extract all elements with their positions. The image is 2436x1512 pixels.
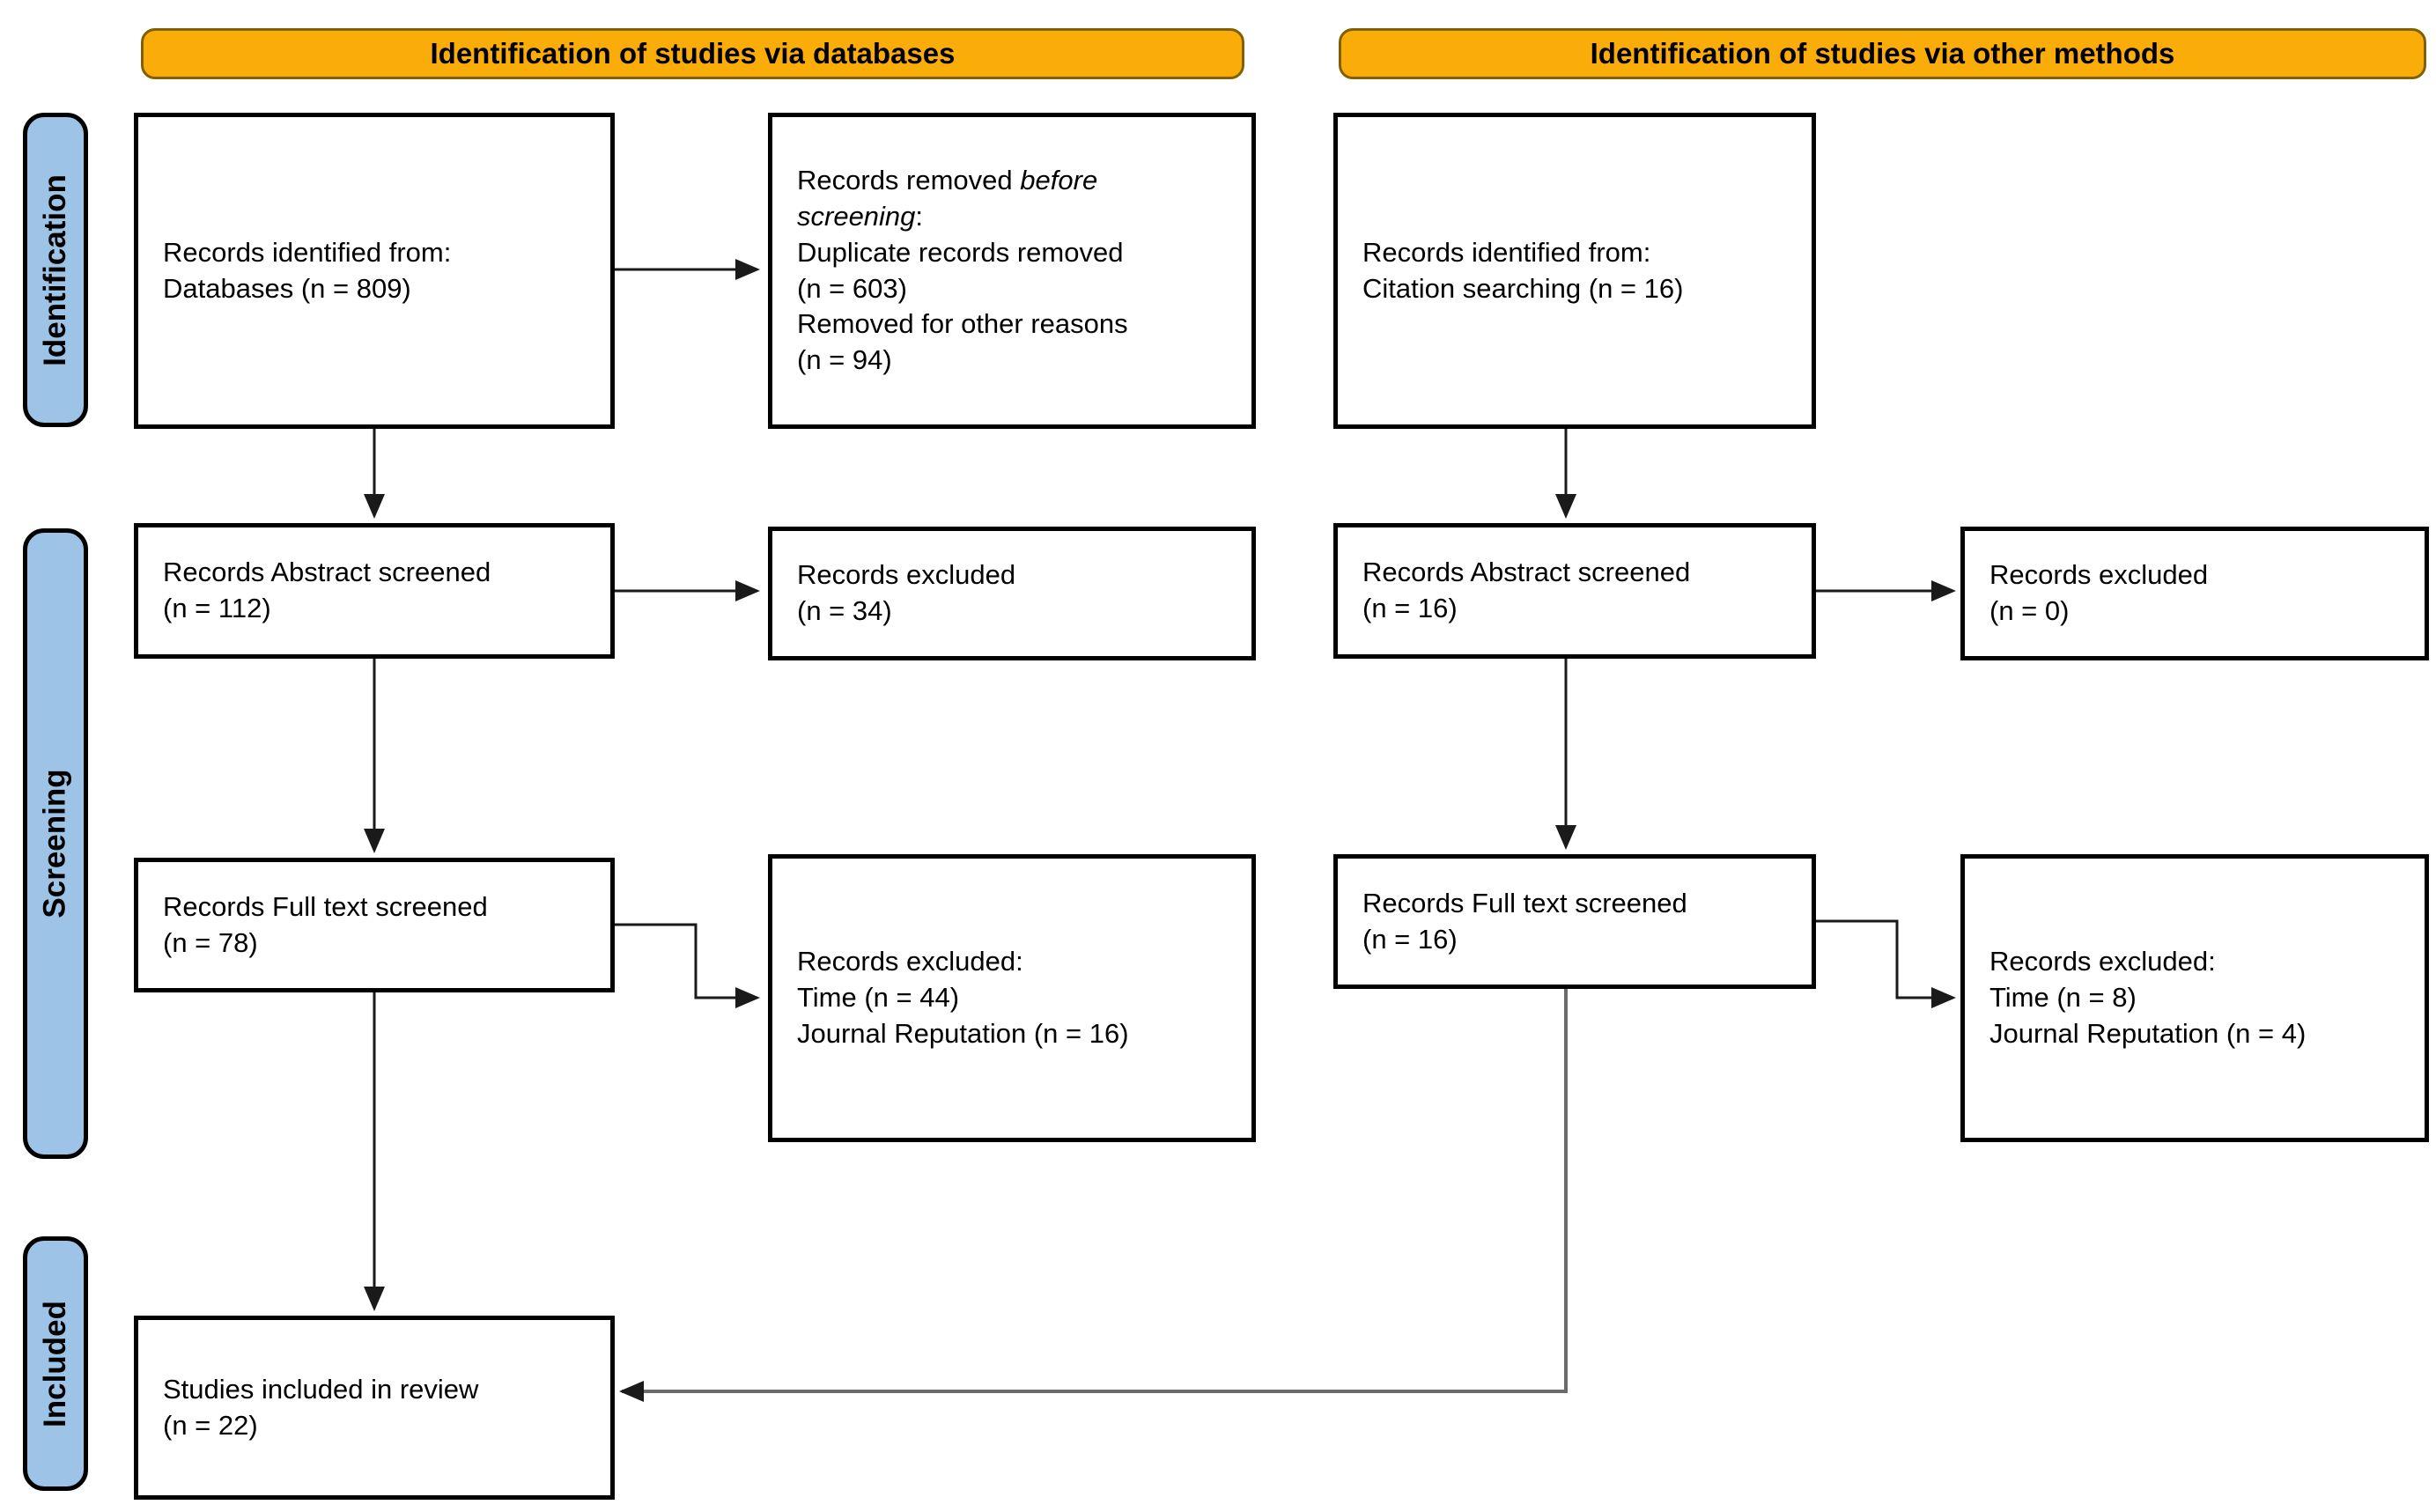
- box-text-line: Records Full text screened: [1362, 887, 1687, 918]
- header-identification-via-other-methods: Identification of studies via other meth…: [1339, 28, 2426, 79]
- box-records-fulltext-screened-databases: Records Full text screened (n = 78): [134, 858, 615, 992]
- box-text-line: (n = 112): [163, 593, 271, 623]
- box-records-abstract-screened-other: Records Abstract screened (n = 16): [1333, 523, 1816, 659]
- box-text-line: (n = 22): [163, 1409, 258, 1441]
- box-text-line: (n = 16): [1362, 593, 1458, 623]
- box-text-line: Time (n = 44): [797, 982, 960, 1014]
- box-text-line: Journal Reputation (n = 4): [1989, 1017, 2307, 1049]
- box-studies-included-in-review: Studies included in review (n = 22): [134, 1316, 615, 1500]
- box-text-line: Records identified from:: [1362, 236, 1651, 268]
- box-text-line: (n = 94): [797, 344, 892, 376]
- box-text-segment: :: [915, 200, 924, 232]
- box-text-segment-italic: screening: [797, 200, 916, 232]
- box-text-line: Duplicate records removed: [797, 236, 1124, 268]
- box-text-line: Records removed before: [797, 163, 1236, 199]
- box-text-line: Removed for other reasons: [797, 308, 1128, 340]
- header-identification-via-other-methods-label: Identification of studies via other meth…: [1590, 37, 2175, 70]
- box-text-line: Records identified from:: [163, 236, 452, 268]
- box-text-line: (n = 603): [797, 272, 907, 304]
- box-text-line: (n = 78): [163, 926, 258, 958]
- arrow-fulltext-to-excluded-databases: [615, 923, 760, 1008]
- box-text-line: Records excluded:: [1989, 946, 2216, 977]
- box-records-abstract-screened-databases: Records Abstract screened (n = 112): [134, 523, 615, 659]
- box-records-identified-citation: Records identified from: Citation search…: [1333, 113, 1816, 429]
- box-text-line: Records excluded:: [797, 946, 1023, 977]
- box-text-line: Records Full text screened: [163, 890, 488, 922]
- box-text-line: (n = 16): [1362, 923, 1458, 955]
- box-text-line: Time (n = 8): [1989, 982, 2137, 1014]
- box-text-line: Records excluded: [797, 559, 1016, 591]
- header-identification-via-databases: Identification of studies via databases: [141, 28, 1244, 79]
- header-identification-via-databases-label: Identification of studies via databases: [430, 37, 956, 70]
- box-text-line: Studies included in review: [163, 1373, 479, 1405]
- stage-label-included-text: Included: [38, 1300, 72, 1427]
- box-text-line: Records excluded: [1989, 559, 2209, 591]
- stage-label-identification: Identification: [23, 113, 88, 427]
- box-text-line: Databases (n = 809): [163, 272, 411, 304]
- box-text-line: (n = 34): [797, 595, 892, 626]
- box-text-line: Records Abstract screened: [1362, 557, 1691, 588]
- box-text-line: (n = 0): [1989, 595, 2070, 626]
- stage-label-screening: Screening: [23, 528, 88, 1159]
- box-records-identified-databases: Records identified from: Databases (n = …: [134, 113, 615, 429]
- stage-label-screening-text: Screening: [38, 769, 73, 918]
- box-text-segment: Records removed: [797, 164, 1021, 195]
- box-records-excluded-fulltext-other: Records excluded: Time (n = 8) Journal R…: [1960, 854, 2429, 1142]
- stage-label-identification-text: Identification: [38, 173, 72, 366]
- box-records-fulltext-screened-other: Records Full text screened (n = 16): [1333, 854, 1816, 989]
- box-text-line: screening:: [797, 199, 1236, 235]
- stage-label-included: Included: [23, 1236, 88, 1491]
- box-text-line: Journal Reputation (n = 16): [797, 1017, 1129, 1049]
- box-records-excluded-fulltext-databases: Records excluded: Time (n = 44) Journal …: [768, 854, 1256, 1142]
- box-text-segment-italic: before: [1020, 164, 1098, 195]
- box-text-line: Records Abstract screened: [163, 557, 491, 588]
- box-records-excluded-abstract-other: Records excluded (n = 0): [1960, 527, 2429, 660]
- box-records-excluded-abstract-databases: Records excluded (n = 34): [768, 527, 1256, 660]
- box-text-line: Citation searching (n = 16): [1362, 272, 1684, 304]
- box-records-removed-before-screening: Records removed before screening: Duplic…: [768, 113, 1256, 429]
- arrow-fulltext-to-excluded-other: [1816, 919, 1956, 1008]
